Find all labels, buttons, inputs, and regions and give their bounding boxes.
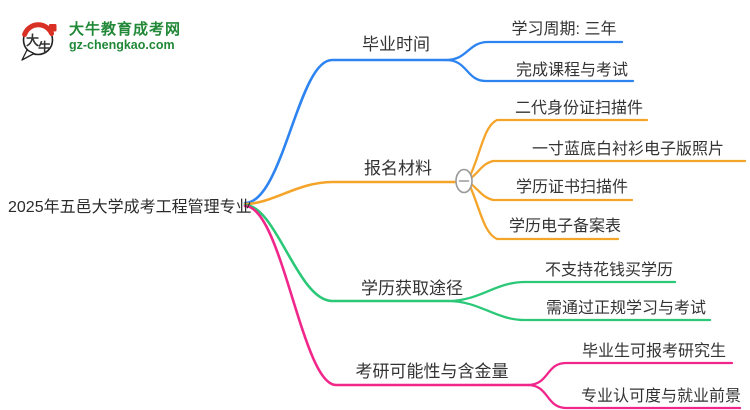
collapse-button[interactable]	[455, 168, 473, 194]
logo-char-1: 大	[26, 33, 39, 48]
branch-label-degree-pathway[interactable]: 学历获取途径	[361, 279, 463, 298]
child-line-photo	[469, 159, 747, 180]
child-label-diploma-scan[interactable]: 学历证书扫描件	[516, 178, 628, 196]
logo-title: 大牛教育成考网	[69, 20, 182, 38]
logo-icon: 大 牛	[21, 22, 57, 61]
logo-char-2: 牛	[38, 40, 51, 55]
child-label-photo[interactable]: 一寸蓝底白衬衫电子版照片	[532, 140, 724, 158]
logo-wordmark: 大牛教育成考网 gz-chengkao.com	[69, 21, 181, 53]
logo-seal-icon	[49, 24, 57, 32]
child-label-study-period[interactable]: 学习周期: 三年	[512, 20, 617, 38]
child-label-id-scan[interactable]: 二代身份证扫描件	[515, 99, 643, 117]
child-label-record-form[interactable]: 学历电子备案表	[509, 217, 621, 235]
child-line-id-scan	[468, 118, 649, 178]
child-line-diploma-scan	[469, 182, 634, 202]
branch-line-postgraduate-value	[243, 204, 530, 387]
child-line-complete-courses	[444, 58, 635, 83]
branch-line-application-materials	[243, 180, 458, 206]
child-label-recognition-prospects[interactable]: 专业认可度与就业前景	[581, 387, 741, 405]
root-topic[interactable]: 2025年五邑大学成考工程管理专业	[8, 198, 252, 216]
child-line-study-period	[444, 40, 624, 62]
child-line-no-buying-degree	[446, 280, 677, 303]
child-label-postgrad-eligible[interactable]: 毕业生可报考研究生	[582, 342, 726, 360]
branch-label-postgraduate-value[interactable]: 考研可能性与含金量	[356, 362, 509, 381]
child-label-no-buying-degree[interactable]: 不支持花钱买学历	[545, 261, 673, 279]
child-line-formal-study	[446, 299, 712, 322]
child-line-recognition-prospects	[526, 383, 742, 410]
branch-label-graduation-time[interactable]: 毕业时间	[362, 35, 430, 54]
child-label-formal-study[interactable]: 需通过正规学习与考试	[546, 299, 706, 317]
child-label-complete-courses[interactable]: 完成课程与考试	[516, 61, 628, 79]
logo-bubble-tail	[21, 49, 35, 61]
branch-line-degree-pathway	[243, 203, 450, 303]
branch-line-graduation-time	[243, 58, 448, 205]
logo-subtitle: gz-chengkao.com	[69, 38, 175, 53]
site-logo[interactable]: 大 牛 大牛教育成考网 gz-chengkao.com	[14, 12, 181, 62]
branch-label-application-materials[interactable]: 报名材料	[364, 159, 432, 178]
child-line-postgrad-eligible	[526, 361, 734, 387]
child-line-record-form	[468, 184, 620, 241]
